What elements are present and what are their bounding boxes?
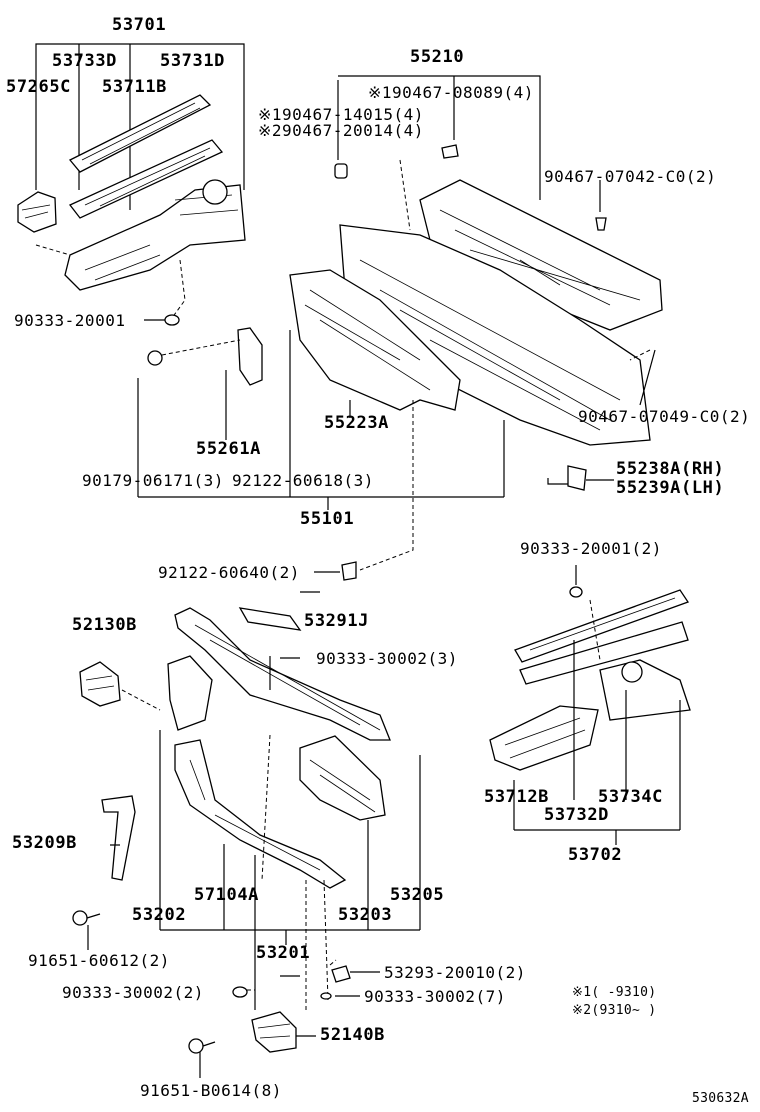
part-90467-08089: ※190467-08089(4) — [368, 83, 534, 102]
part-90467-07049: 90467-07049-C0(2) — [578, 407, 751, 426]
part-55239A: 55239A(LH) — [616, 478, 725, 498]
footnote-2: ※2(9310~ ) — [572, 1003, 657, 1018]
illustration-code: 530632A — [692, 1091, 749, 1106]
dash-panel-assembly — [137, 75, 663, 581]
part-90467-07042: 90467-07042-C0(2) — [544, 167, 717, 186]
part-55223A: 55223A — [324, 413, 390, 433]
part-57104A: 57104A — [194, 885, 260, 905]
part-90179-06171: 90179-06171(3) — [82, 471, 224, 490]
part-91651-60612: 91651-60612(2) — [28, 951, 170, 970]
part-57265C: 57265C — [6, 77, 72, 97]
part-90467-20014: ※290467-20014(4) — [258, 121, 424, 140]
part-53209B: 53209B — [12, 833, 78, 853]
part-53701: 53701 — [112, 15, 167, 35]
upper-left-apron-assembly — [17, 43, 246, 326]
part-90333-20001-right: 90333-20001(2) — [520, 539, 662, 558]
radiator-support-assembly — [72, 591, 421, 1078]
part-53731D: 53731D — [160, 51, 226, 71]
part-55261A: 55261A — [196, 439, 262, 459]
part-90333-30002-3: 90333-30002(3) — [316, 649, 458, 668]
part-53734C: 53734C — [598, 787, 664, 807]
part-52140B: 52140B — [320, 1025, 386, 1045]
part-55238A: 55238A(RH) — [616, 459, 725, 479]
part-52130B: 52130B — [72, 615, 138, 635]
part-91651-B0614: 91651-B0614(8) — [140, 1081, 282, 1100]
part-53202: 53202 — [132, 905, 187, 925]
part-90333-20001-upper: 90333-20001 — [14, 311, 126, 330]
part-92122-60618: 92122-60618(3) — [232, 471, 374, 490]
part-53293-20010: 53293-20010(2) — [384, 963, 526, 982]
part-55101: 55101 — [300, 509, 355, 529]
part-90333-30002-2: 90333-30002(2) — [62, 983, 204, 1002]
footnote-1: ※1( -9310) — [572, 985, 657, 1000]
part-55210: 55210 — [410, 47, 465, 67]
part-53702: 53702 — [568, 845, 623, 865]
part-92122-60640: 92122-60640(2) — [158, 563, 300, 582]
part-53711B: 53711B — [102, 77, 168, 97]
part-53205: 53205 — [390, 885, 445, 905]
part-90467-14015: ※190467-14015(4) — [258, 105, 424, 124]
part-53733D: 53733D — [52, 51, 118, 71]
part-53203: 53203 — [338, 905, 393, 925]
part-53712B: 53712B — [484, 787, 550, 807]
part-53732D: 53732D — [544, 805, 610, 825]
part-53201: 53201 — [256, 943, 311, 963]
lower-right-apron-assembly — [489, 565, 691, 845]
part-90333-30002-7: 90333-30002(7) — [364, 987, 506, 1006]
part-53291J: 53291J — [304, 611, 370, 631]
